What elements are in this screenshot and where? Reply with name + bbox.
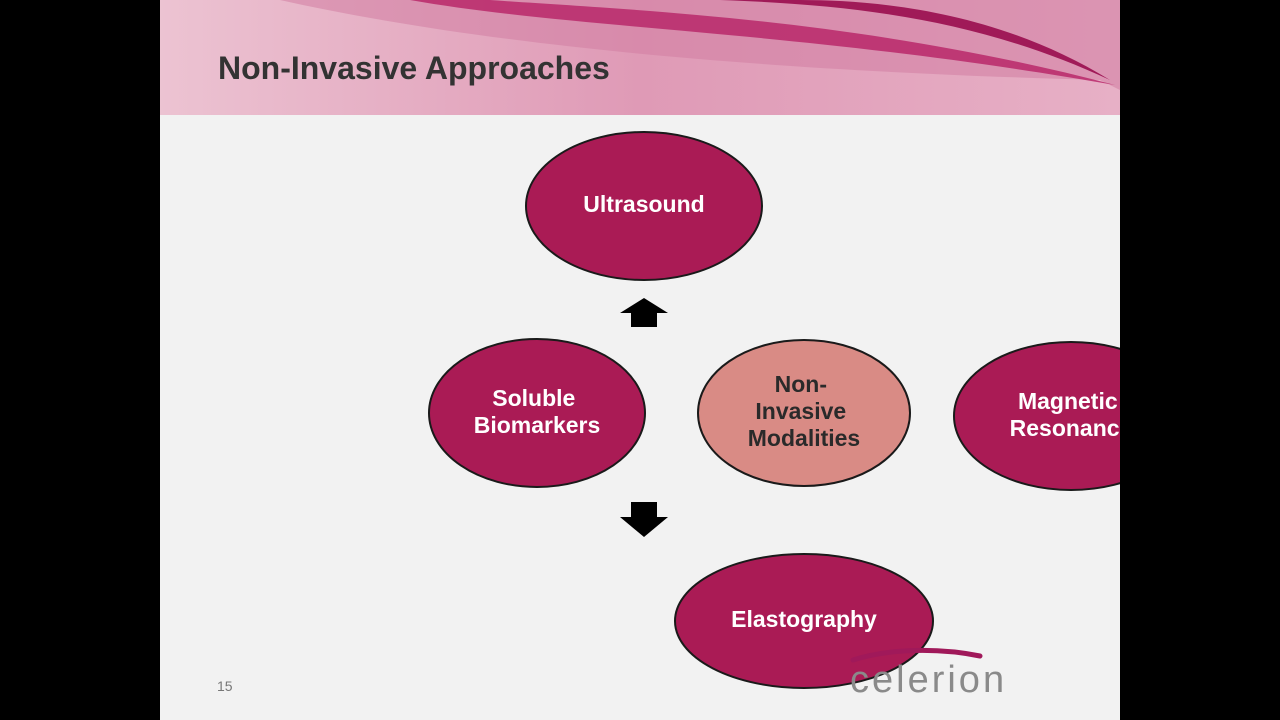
node-elastography-label: Elastography [731, 606, 877, 632]
node-soluble-biomarkers-line-2: Biomarkers [474, 412, 601, 438]
node-magnetic-resonance: Magnetic Resonance [953, 341, 1120, 491]
svg-text:Magnetic Resonance: Magnetic Resonance [1010, 388, 1120, 441]
center-label-line-1: Non- [775, 371, 827, 397]
slide-header: Non-Invasive Approaches [160, 0, 1120, 115]
arrow-down-icon [620, 502, 668, 537]
svg-text:Non- Invasive: Non- Invasive Modalities [748, 371, 860, 451]
celerion-logo: celerion [850, 646, 1075, 703]
modalities-diagram: Ultrasound Soluble Biomarkers Magnetic R… [428, 131, 1120, 689]
page-number: 15 [217, 678, 233, 694]
svg-text:Soluble Biomarkers: Soluble Biomarkers [474, 385, 601, 438]
node-soluble-biomarkers-line-1: Soluble [492, 385, 575, 411]
node-ultrasound: Ultrasound [525, 131, 763, 281]
node-soluble-biomarkers: Soluble Biomarkers [428, 338, 646, 488]
header-swoosh [160, 0, 1120, 115]
logo-wordmark: celerion [850, 659, 1007, 698]
node-ultrasound-label: Ultrasound [583, 191, 704, 217]
slide: Non-Invasive Approaches Ultrasound Solub… [160, 0, 1120, 720]
center-label-line-3: Modalities [748, 425, 860, 451]
svg-text:Elastography: Elastography [731, 606, 877, 632]
node-center-modalities: Non- Invasive Modalities [697, 339, 911, 487]
svg-text:Ultrasound: Ultrasound [583, 191, 704, 217]
slide-title: Non-Invasive Approaches [218, 50, 610, 86]
node-magnetic-resonance-line-1: Magnetic [1018, 388, 1118, 414]
center-label-line-2: Invasive [755, 398, 846, 424]
arrow-up-icon [620, 298, 668, 327]
node-magnetic-resonance-line-2: Resonance [1010, 415, 1120, 441]
